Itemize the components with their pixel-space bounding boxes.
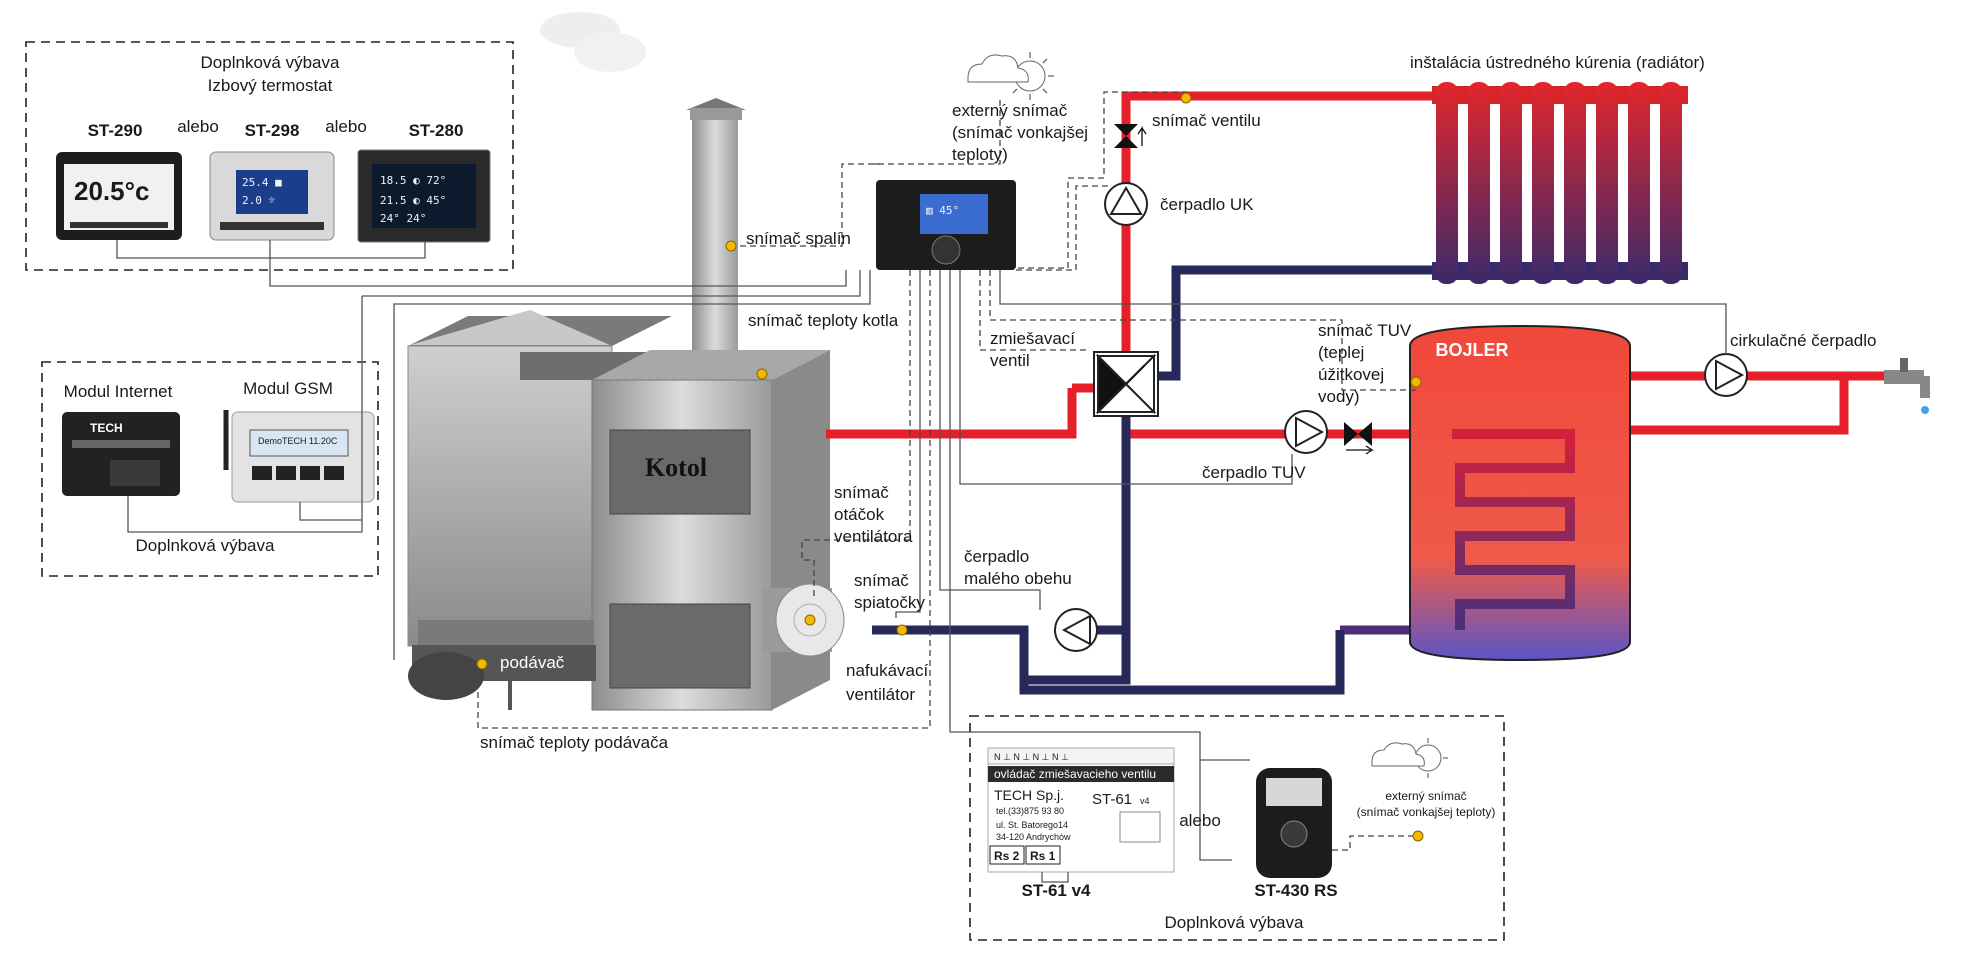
ext-sensor-bottom-line2: (snímač vonkajšej teploty)	[1357, 805, 1496, 819]
tank-label: BOJLER	[1435, 340, 1508, 360]
small-loop-pump-label-1: čerpadlo	[964, 547, 1029, 566]
pump-icon	[1054, 608, 1098, 652]
modules-box-footer: Doplnková výbava	[136, 536, 275, 555]
st61-rs1: Rs 1	[1030, 849, 1056, 863]
svg-text:24° 24°: 24° 24°	[380, 212, 426, 225]
mixing-valve-icon	[1093, 351, 1159, 417]
st61-header: ovládač zmiešavacieho ventilu	[994, 767, 1156, 781]
boiler-label: Kotol	[645, 453, 707, 482]
thermostat-box-title: Doplnková výbava	[201, 53, 340, 72]
thermostat-device-icon: 18.5 ◐ 72° 21.5 ◐ 45° 24° 24°	[357, 149, 491, 243]
radiator-icon	[1432, 82, 1688, 284]
fan-rpm-label-1: snímač	[834, 483, 889, 502]
gsm-module-icon: DemoTECH 11.20C	[223, 410, 375, 503]
cloud-sun-icon	[967, 52, 1054, 100]
tuv-sensor-dot	[1410, 376, 1422, 388]
pump-icon	[1284, 410, 1328, 454]
mixing-valve-label-2: ventil	[990, 351, 1030, 370]
faucet-icon	[1884, 358, 1930, 414]
internet-module-icon: TECH	[62, 412, 180, 496]
return-sensor-dot	[896, 624, 908, 636]
st61-model: ST-61	[1092, 791, 1132, 808]
st430-model-label: ST-430 RS	[1254, 881, 1337, 900]
st61-device: N ⊥ N ⊥ N ⊥ N ⊥ ovládač zmiešavacieho ve…	[987, 747, 1175, 873]
svg-text:18.5 ◐ 72°: 18.5 ◐ 72°	[380, 174, 446, 187]
st430-device	[1256, 768, 1332, 878]
feeder-label: podávač	[500, 653, 565, 672]
exhaust-sensor-dot	[725, 240, 737, 252]
thermostat-device-icon: 20.5°c	[56, 152, 182, 240]
tuv-sensor-label-3: úžitkovej	[1318, 365, 1384, 384]
tuv-sensor-label-1: snímač TUV	[1318, 321, 1412, 340]
control-wires	[269, 91, 1727, 861]
fan-rpm-label-3: ventilátora	[834, 527, 913, 546]
mixing-valve-label-1: zmiešavací	[990, 329, 1075, 348]
boiler: Kotol podávač	[407, 310, 845, 711]
model-st280: ST-280	[409, 121, 464, 140]
internet-module-label: Modul Internet	[64, 382, 173, 401]
boiler-temp-sensor-dot	[756, 368, 768, 380]
model-st290: ST-290	[88, 121, 143, 140]
pump-icon	[1104, 182, 1148, 226]
st61-model-label: ST-61 v4	[1022, 881, 1092, 900]
mixing-controller-extras-box: N ⊥ N ⊥ N ⊥ N ⊥ ovládač zmiešavacieho ve…	[969, 715, 1505, 941]
boiler-tank: BOJLER	[1409, 324, 1631, 662]
st61-rs2: Rs 2	[994, 849, 1020, 863]
svg-text:25.4 ■: 25.4 ■	[242, 176, 282, 189]
svg-text:2.0 ☼: 2.0 ☼	[242, 194, 275, 207]
feeder-sensor-dot	[476, 658, 488, 670]
fan-rpm-label-2: otáčok	[834, 505, 885, 524]
svg-text:▥ 45°: ▥ 45°	[926, 204, 959, 217]
thermostat-extras-box: Doplnková výbava Izbový termostat ST-290…	[25, 41, 514, 271]
thermostat-box-subtitle: Izbový termostat	[208, 76, 333, 95]
valve-icon	[1344, 422, 1375, 455]
valve-sensor-label: snímač ventilu	[1152, 111, 1261, 130]
st61-address1: ul. St. Batorego14	[996, 820, 1068, 830]
svg-text:N ⊥ N ⊥ N ⊥ N ⊥: N ⊥ N ⊥ N ⊥ N ⊥	[994, 752, 1069, 762]
st61-tel: tel.(33)875 93 80	[996, 806, 1064, 816]
thermostat-device-icon: 25.4 ■ 2.0 ☼	[209, 151, 335, 241]
return-sensor-label-1: snímač	[854, 571, 909, 590]
circ-pump-label: cirkulačné čerpadlo	[1730, 331, 1876, 350]
valve-sensor-dot	[1180, 92, 1192, 104]
st61-company: TECH Sp.j.	[994, 787, 1064, 803]
ext-sensor-top-line3: teploty)	[952, 145, 1008, 164]
modules-extras-box: Modul Internet Modul GSM TECH DemoTECH 1…	[41, 296, 379, 577]
tuv-sensor-label-2: (teplej	[1318, 343, 1364, 362]
model-st298: ST-298	[245, 121, 300, 140]
cloud-sun-icon	[1371, 738, 1448, 778]
or-label-3: alebo	[1179, 811, 1221, 830]
blower-label-2: ventilátor	[846, 685, 915, 704]
gsm-module-label: Modul GSM	[243, 379, 333, 398]
chimney	[540, 12, 746, 370]
ext-sensor-bottom-line1: externý snímač	[1385, 789, 1466, 803]
radiator-label: inštalácia ústredného kúrenia (radiátor)	[1410, 53, 1705, 72]
or-label-1: alebo	[177, 117, 219, 136]
return-sensor-label-2: spiatočky	[854, 593, 925, 612]
svg-text:21.5 ◐ 45°: 21.5 ◐ 45°	[380, 194, 446, 207]
svg-text:TECH: TECH	[90, 421, 123, 435]
diagram-labels: externý snímač (snímač vonkajšej teploty…	[480, 53, 1876, 752]
bottom-box-footer: Doplnková výbava	[1165, 913, 1304, 932]
exhaust-sensor-label: snímač spalín	[746, 229, 851, 248]
ext-sensor-top-line2: (snímač vonkajšej	[952, 123, 1088, 142]
small-loop-pump-label-2: malého obehu	[964, 569, 1072, 588]
tuv-pump-label: čerpadlo TUV	[1202, 463, 1306, 482]
or-label-2: alebo	[325, 117, 367, 136]
st61-version: v4	[1140, 796, 1150, 806]
feeder-temp-sensor-label: snímač teploty podávača	[480, 733, 669, 752]
valve-icon	[1114, 124, 1147, 148]
controller-icon: ▥ 45°	[876, 180, 1016, 270]
tuv-sensor-label-4: vody)	[1318, 387, 1360, 406]
svg-text:20.5°c: 20.5°c	[74, 176, 149, 206]
blower-label-1: nafukávací	[846, 661, 928, 680]
boiler-temp-sensor-label: snímač teploty kotla	[748, 311, 899, 330]
ext-sensor-top-line1: externý snímač	[952, 101, 1068, 120]
svg-text:DemoTECH 11.20C: DemoTECH 11.20C	[258, 436, 338, 446]
pump-uk-label: čerpadlo UK	[1160, 195, 1254, 214]
st61-address2: 34-120 Andrychów	[996, 832, 1071, 842]
pump-icon	[1704, 353, 1748, 397]
